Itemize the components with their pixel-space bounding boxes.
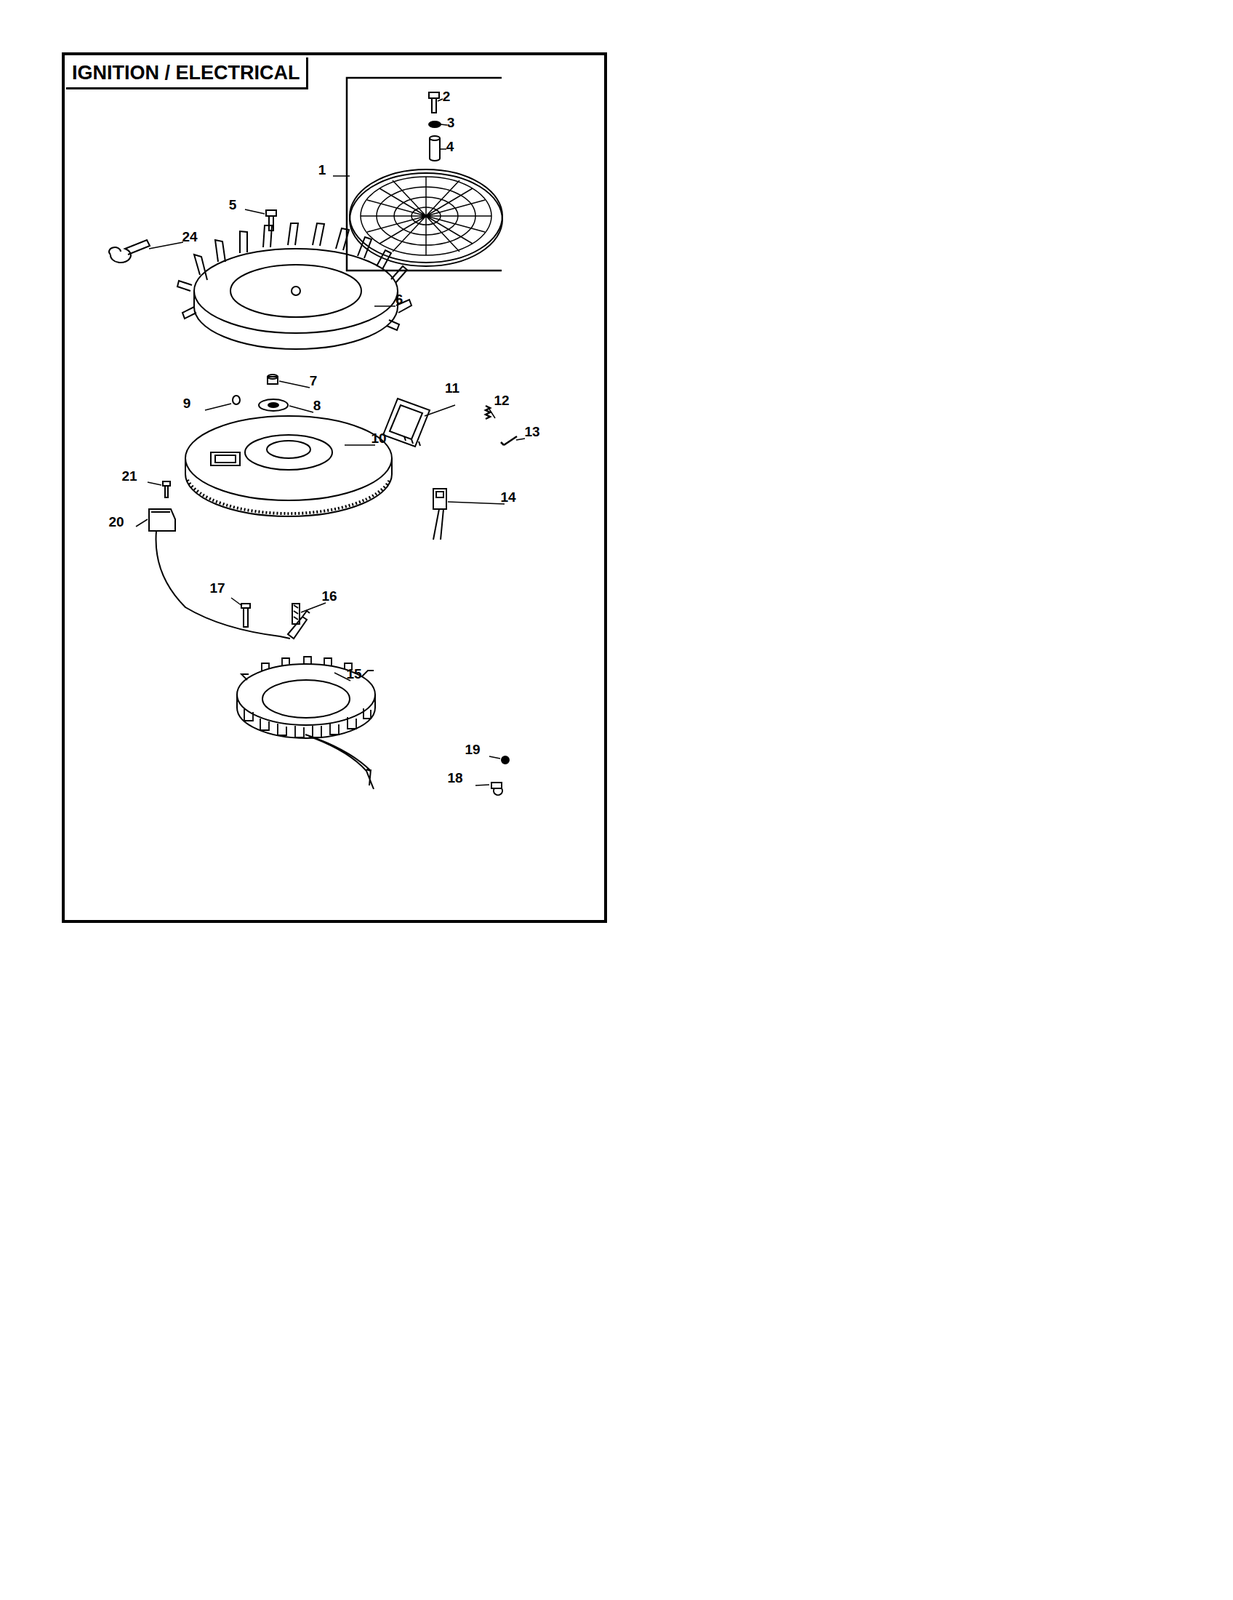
- callout-number: 16: [321, 588, 337, 603]
- callout-number: 12: [493, 393, 509, 408]
- callout-number: 1: [318, 162, 327, 177]
- callout-number: 17: [209, 580, 225, 595]
- callout-number: 7: [309, 373, 318, 388]
- callout-number: 24: [181, 229, 198, 244]
- callout-number: 5: [229, 197, 238, 212]
- callout-number: 15: [346, 666, 362, 681]
- callout-number: 9: [183, 396, 192, 411]
- callout-number: 21: [121, 468, 137, 483]
- callout-number: 14: [500, 490, 516, 504]
- callout-number: 3: [447, 115, 456, 130]
- section-title: IGNITION / ELECTRICAL: [66, 57, 309, 90]
- callout-number: 19: [464, 742, 480, 757]
- callout-number: 4: [446, 139, 455, 154]
- callout-number: 10: [370, 431, 387, 445]
- callout-number: 20: [108, 514, 124, 529]
- callout-number: 6: [395, 292, 404, 307]
- callout-number: 11: [444, 380, 460, 395]
- callout-number: 18: [447, 770, 463, 785]
- callout-number: 13: [524, 424, 540, 439]
- callout-number: 8: [313, 398, 322, 413]
- callout-number: 2: [442, 89, 451, 104]
